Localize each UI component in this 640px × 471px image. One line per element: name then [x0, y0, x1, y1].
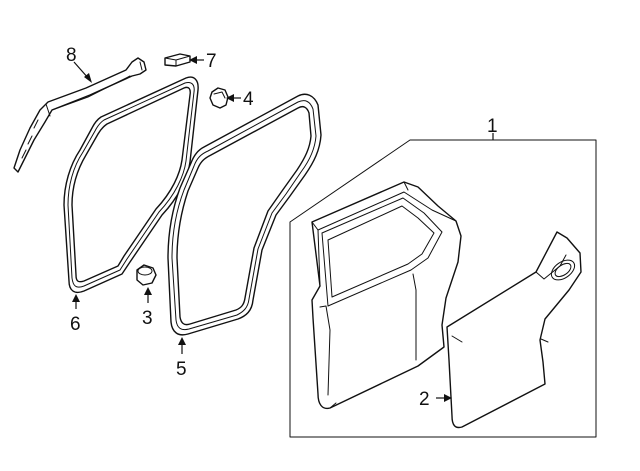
leader-5	[178, 337, 186, 354]
leader-6	[72, 294, 80, 309]
leader-2	[436, 394, 452, 402]
leader-8	[73, 61, 92, 83]
callout-3: 3	[142, 308, 153, 329]
callout-4: 4	[243, 89, 254, 110]
part-5-door-weatherstrip[interactable]	[167, 93, 322, 336]
leader-3	[144, 287, 152, 303]
callout-7: 7	[206, 51, 217, 72]
door-shell[interactable]	[311, 181, 462, 410]
part-1-door-assembly-box	[289, 139, 597, 438]
part-8-frame-molding[interactable]	[13, 57, 147, 173]
outer-door-panel[interactable]	[446, 231, 582, 429]
part-4-plug[interactable]	[209, 87, 229, 109]
leader-7	[189, 56, 204, 64]
callout-1: 1	[487, 116, 498, 137]
callout-2: 2	[419, 389, 430, 410]
part-7-clip[interactable]	[164, 53, 191, 67]
part-3-bumper[interactable]	[136, 264, 157, 286]
callout-8: 8	[66, 45, 77, 66]
callout-6: 6	[70, 314, 81, 335]
leader-4	[226, 94, 241, 102]
callout-5: 5	[176, 359, 187, 380]
part-6-body-weatherstrip[interactable]	[63, 76, 199, 294]
